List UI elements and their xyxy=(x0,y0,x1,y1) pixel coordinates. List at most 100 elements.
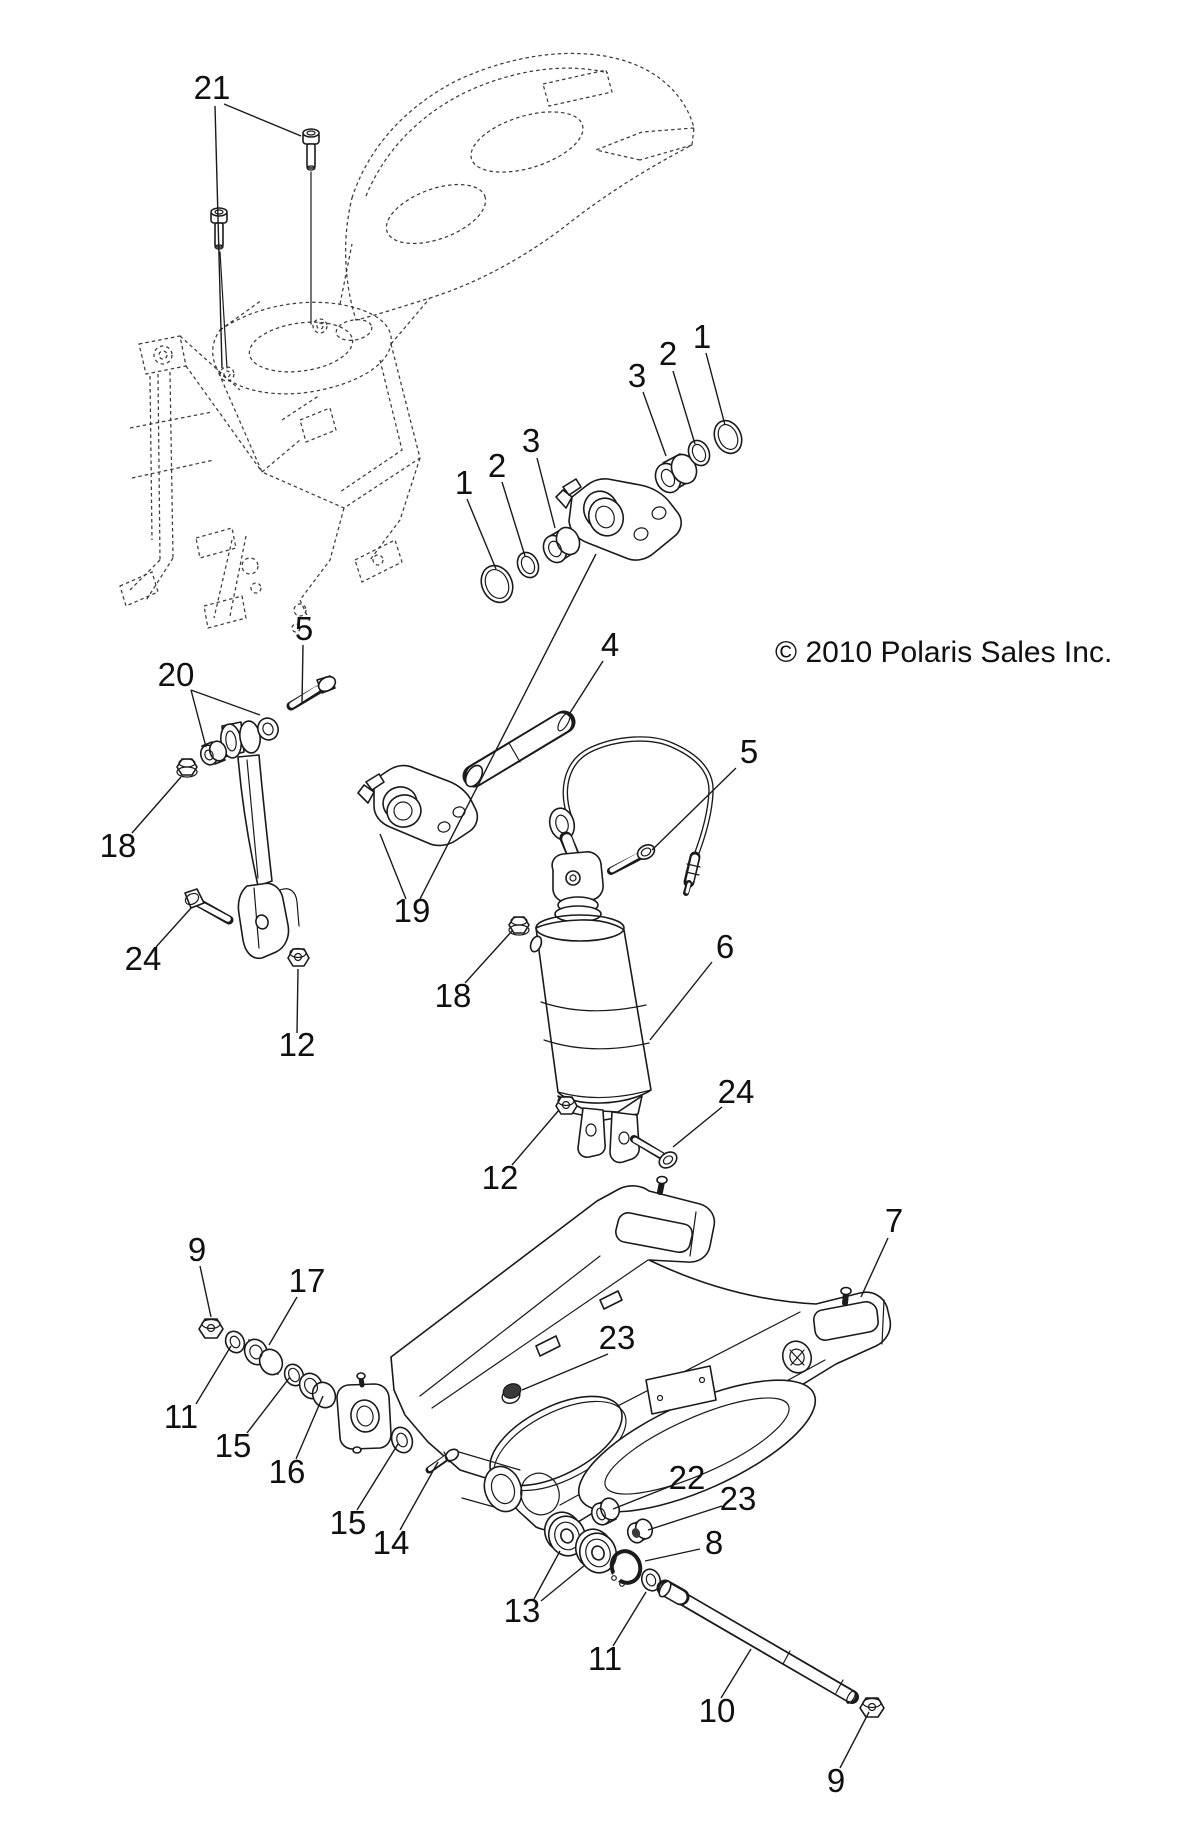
callout-label-24: 24 xyxy=(718,1073,755,1110)
leader-line-11 xyxy=(195,1345,232,1405)
callout-label-18: 18 xyxy=(435,977,472,1014)
leader-line-17 xyxy=(268,1296,298,1346)
leader-line-3 xyxy=(642,391,667,457)
pivot-pin xyxy=(462,710,576,788)
leader-line-8 xyxy=(644,1548,701,1562)
callout-label-23: 23 xyxy=(599,1319,636,1356)
bolt-5-upper xyxy=(286,675,337,711)
callout-label-1: 1 xyxy=(455,464,473,501)
leader-line-21 xyxy=(223,103,302,137)
leader-line-12 xyxy=(511,1109,560,1166)
leader-line-23 xyxy=(647,1505,723,1531)
nut-12-left xyxy=(287,947,310,967)
callout-label-16: 16 xyxy=(269,1453,306,1490)
shock-reservoir-hose xyxy=(562,736,714,896)
callout-label-11: 11 xyxy=(588,1640,622,1677)
leader-line-22 xyxy=(612,1485,672,1510)
callout-label-10: 10 xyxy=(699,1692,736,1729)
callout-label-14: 14 xyxy=(373,1524,410,1561)
web-plug xyxy=(501,1383,522,1404)
callout-label-4: 4 xyxy=(601,626,619,663)
copyright-text: © 2010 Polaris Sales Inc. xyxy=(775,636,1112,669)
callout-label-9: 9 xyxy=(827,1762,845,1799)
leader-line-4 xyxy=(567,660,604,717)
callout-label-23: 23 xyxy=(720,1480,757,1517)
leader-line-23 xyxy=(521,1353,609,1391)
pivot-bushing-outer xyxy=(243,1338,284,1376)
callout-label-8: 8 xyxy=(705,1524,723,1561)
leader-line-2 xyxy=(672,370,696,445)
leader-line-7 xyxy=(860,1237,889,1298)
leader-lines xyxy=(131,103,889,1769)
leader-line-5 xyxy=(301,644,304,704)
flange-nut-18-left xyxy=(176,758,198,778)
callout-label-24: 24 xyxy=(125,940,162,977)
leader-line-12 xyxy=(296,968,299,1034)
leader-line-20 xyxy=(190,689,261,716)
pivot-washer-inner xyxy=(390,1426,414,1454)
leader-line-1 xyxy=(705,352,726,426)
bolt-24-right xyxy=(630,1135,678,1169)
callout-label-12: 12 xyxy=(279,1026,316,1063)
leader-line-9 xyxy=(199,1265,212,1318)
snap-ring xyxy=(602,1549,643,1592)
callout-label-7: 7 xyxy=(885,1202,903,1239)
callout-label-6: 6 xyxy=(716,928,734,965)
callout-label-11: 11 xyxy=(164,1398,198,1435)
axle-spacer-22 xyxy=(590,1497,621,1526)
leader-line-11 xyxy=(612,1591,647,1647)
axle-washer xyxy=(640,1568,662,1592)
callout-label-1: 1 xyxy=(693,318,711,355)
callout-label-15: 15 xyxy=(330,1504,367,1541)
frame-phantom-outline xyxy=(119,52,695,633)
callout-label-20: 20 xyxy=(158,656,195,693)
callout-label-13: 13 xyxy=(504,1592,541,1629)
leader-line-24 xyxy=(672,1106,723,1148)
leader-line-19 xyxy=(379,833,407,900)
leader-line-18 xyxy=(131,776,182,834)
pivot-clamp-block xyxy=(336,1372,392,1454)
pivot-seal-left xyxy=(283,1363,305,1387)
pivot-nut-left xyxy=(198,1318,224,1339)
swing-arm xyxy=(390,1175,892,1531)
axle-bearing-pair xyxy=(543,1511,618,1574)
leader-line-3 xyxy=(536,457,556,529)
callout-label-15: 15 xyxy=(215,1427,252,1464)
callout-label-21: 21 xyxy=(194,69,231,106)
callout-label-18: 18 xyxy=(100,827,137,864)
flange-nut-18-right xyxy=(508,916,530,936)
callout-label-17: 17 xyxy=(289,1262,326,1299)
drop-link xyxy=(220,720,300,960)
rocker-bushing-set-left xyxy=(480,526,581,604)
callout-label-9: 9 xyxy=(188,1231,206,1268)
callout-label-5: 5 xyxy=(740,733,758,770)
leader-line-13 xyxy=(533,1550,561,1600)
bolt-5-lower xyxy=(607,843,656,875)
leader-line-1 xyxy=(466,498,497,570)
leader-line-13 xyxy=(540,1564,586,1602)
bolt-24-left xyxy=(184,888,234,925)
axle-nut-right xyxy=(859,1697,885,1718)
axle-spacer-23 xyxy=(626,1518,654,1544)
nut-12-right xyxy=(555,1095,578,1115)
link-spacer xyxy=(199,740,228,766)
frame-bolt-right xyxy=(302,128,320,325)
lower-rocker-arm xyxy=(357,764,479,847)
callout-label-3: 3 xyxy=(522,422,540,459)
callout-label-5: 5 xyxy=(295,610,313,647)
leader-line-21 xyxy=(214,105,223,369)
leader-line-19 xyxy=(419,553,597,900)
leader-line-14 xyxy=(399,1461,439,1531)
leader-line-6 xyxy=(649,961,713,1041)
callout-label-2: 2 xyxy=(659,335,677,372)
leader-line-2 xyxy=(501,481,526,557)
leader-line-15 xyxy=(246,1376,291,1434)
leader-line-10 xyxy=(720,1648,752,1699)
leader-line-16 xyxy=(295,1395,324,1460)
callout-label-3: 3 xyxy=(628,357,646,394)
leader-line-24 xyxy=(155,906,193,948)
upper-rocker-arm xyxy=(555,478,682,561)
rocker-bushing-set-right xyxy=(654,419,743,494)
